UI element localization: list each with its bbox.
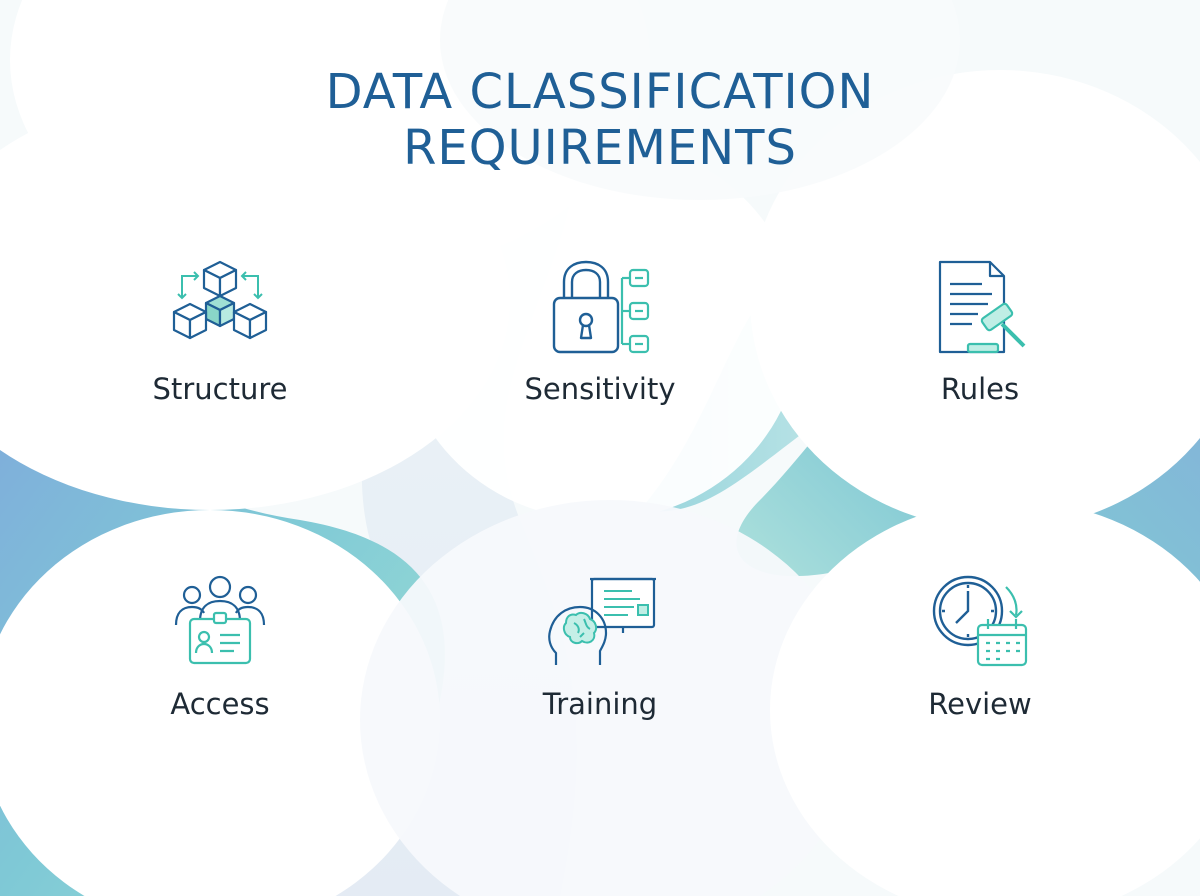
brain-presentation-icon [548,577,656,665]
page-title: DATA CLASSIFICATION REQUIREMENTS [0,64,1200,176]
requirement-label: Access [170,687,270,721]
people-id-badge-icon [174,575,266,665]
requirement-label: Structure [152,372,288,406]
requirement-label: Review [928,687,1032,721]
requirement-structure: Structure [90,252,350,406]
requirement-training: Training [470,567,730,721]
requirement-rules: Rules [850,252,1110,406]
padlock-hierarchy-icon [552,260,650,354]
title-line-1: DATA CLASSIFICATION [325,64,875,120]
requirement-sensitivity: Sensitivity [470,252,730,406]
clock-calendar-icon [932,575,1028,667]
cubes-structure-icon [172,260,268,340]
requirement-label: Training [542,687,658,721]
requirement-label: Rules [940,372,1020,406]
requirement-review: Review [850,567,1110,721]
title-line-2: REQUIREMENTS [403,120,797,176]
requirement-access: Access [90,567,350,721]
requirement-label: Sensitivity [524,372,676,406]
document-gavel-icon [938,260,1026,354]
